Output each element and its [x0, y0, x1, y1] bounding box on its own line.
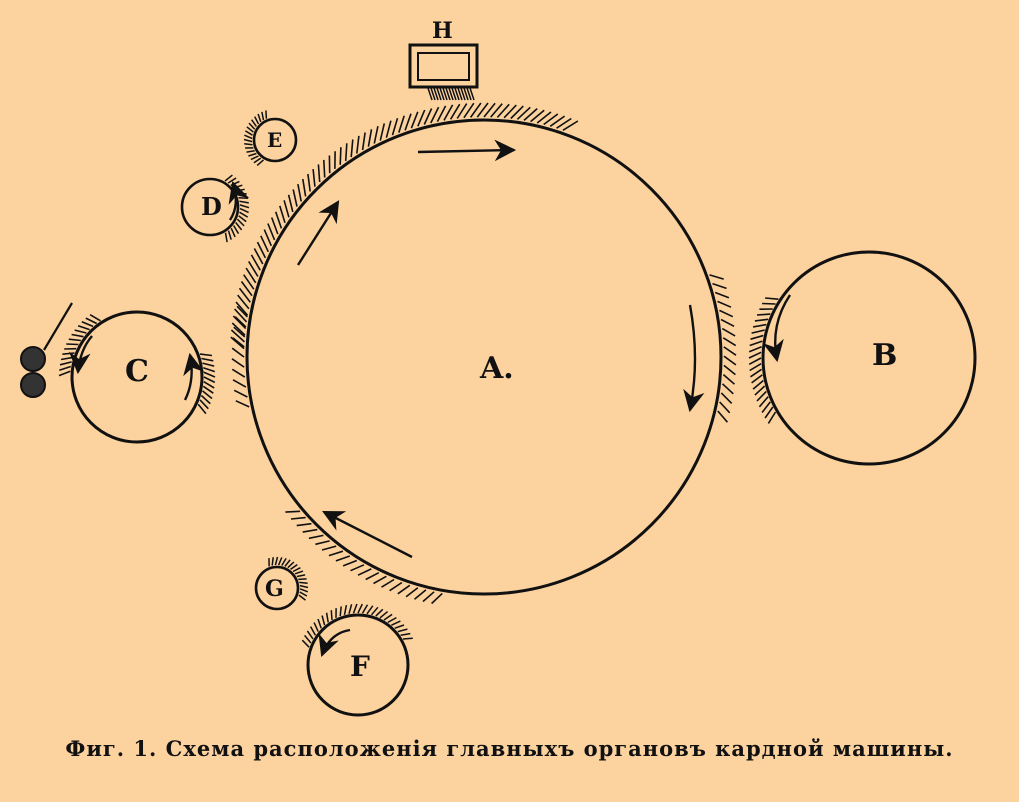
label-h: H	[432, 18, 453, 44]
feed-roller-bottom	[20, 372, 46, 398]
feed-rollers	[20, 302, 73, 398]
doffer-b	[761, 250, 977, 466]
roller-g	[254, 565, 300, 611]
cylinder-a-card-clothing	[230, 102, 737, 605]
label-b: B	[872, 338, 897, 373]
roller-d	[180, 177, 240, 237]
label-f: F	[350, 650, 370, 683]
feed-roller-top	[20, 346, 46, 372]
roller-f	[306, 613, 410, 717]
rollers-card-clothing	[224, 110, 413, 648]
box-h	[408, 43, 479, 89]
taker-in-c	[70, 310, 204, 444]
label-d: D	[201, 192, 222, 221]
roller-e	[252, 117, 298, 163]
direction-arrows	[69, 139, 791, 658]
main-cylinder-a	[245, 118, 723, 596]
label-a: A.	[479, 351, 514, 386]
carding-machine-diagram: A. B C D E G F H	[20, 18, 977, 717]
box-h-card-clothing	[427, 87, 475, 101]
label-c: C	[125, 354, 149, 389]
figure-caption: Фиг. 1. Схема расположенія главныхъ орга…	[65, 736, 954, 761]
taker-in-c-card-clothing	[58, 314, 216, 415]
doffer-b-card-clothing	[748, 297, 779, 424]
label-g: G	[265, 576, 284, 602]
feed-plate	[43, 302, 73, 351]
label-e: E	[267, 128, 282, 152]
